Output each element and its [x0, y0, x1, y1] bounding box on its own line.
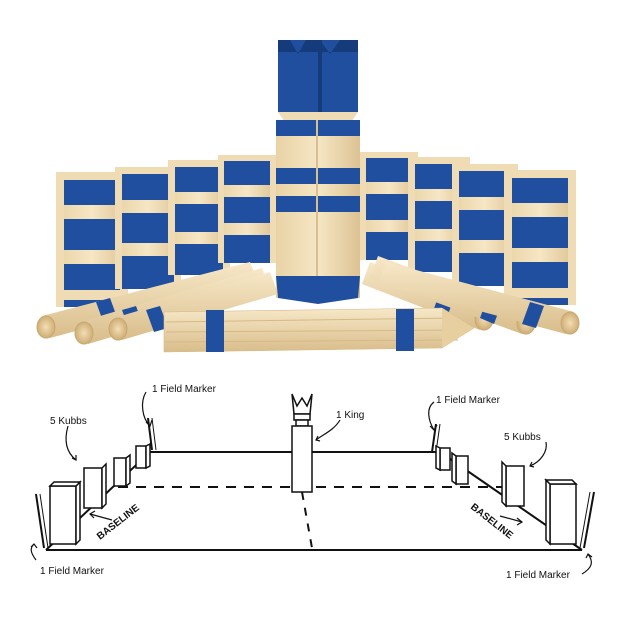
kubbs-right — [435, 444, 578, 546]
label-kubbs-left: 5 Kubbs — [50, 416, 87, 427]
product-photo — [36, 40, 580, 353]
kubb-block — [218, 155, 276, 263]
baton-bundle — [163, 307, 475, 353]
label-field-marker-bottom-left: 1 Field Marker — [40, 566, 105, 577]
label-field-marker-top-left: 1 Field Marker — [152, 384, 217, 395]
field-marker-top-left — [147, 417, 153, 451]
center-line-vertical — [301, 491, 313, 549]
baton — [108, 272, 278, 341]
label-field-marker-bottom-right: 1 Field Marker — [506, 570, 571, 581]
kubb-block — [504, 170, 576, 305]
king-piece — [276, 40, 360, 304]
field-diagram — [30, 391, 595, 575]
label-kubbs-right: 5 Kubbs — [504, 432, 541, 443]
label-field-marker-top-right: 1 Field Marker — [436, 395, 501, 406]
label-baseline-right: BASELINE — [468, 502, 515, 542]
king-diagram — [291, 393, 313, 493]
label-king: 1 King — [336, 410, 364, 421]
kubbs-left — [48, 442, 151, 546]
label-arrows — [30, 391, 593, 575]
field-marker-bottom-right — [583, 491, 595, 549]
baton — [378, 262, 580, 335]
field-marker-bottom-left — [35, 493, 45, 549]
